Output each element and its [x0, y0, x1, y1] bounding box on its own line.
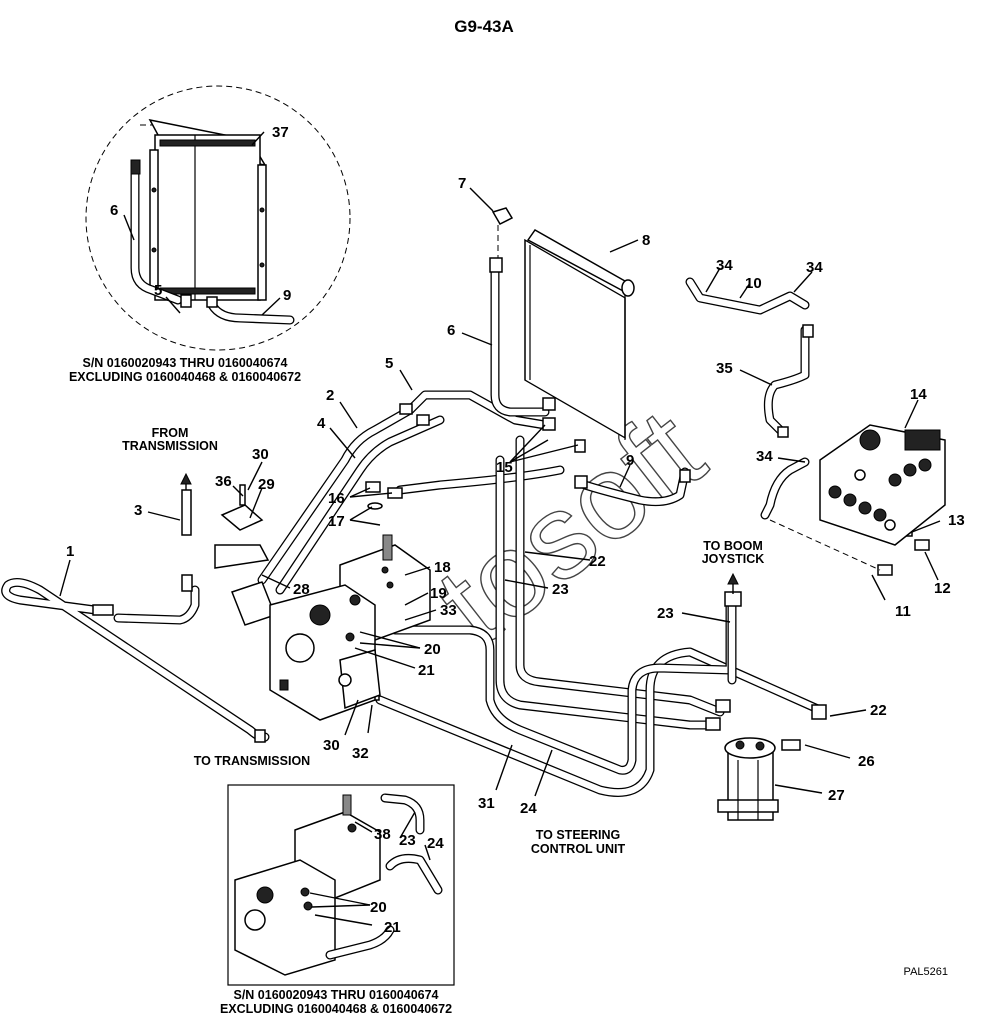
caption-from-transmission-1: FROM	[152, 426, 189, 440]
callout-3: 3	[134, 502, 142, 519]
callout-34-lower: 34	[756, 448, 773, 465]
callout-7: 7	[458, 175, 466, 192]
callout-26: 27	[828, 787, 845, 804]
callout-35: 35	[716, 360, 733, 377]
serial-caption-top-2: EXCLUDING 0160040468 & 0160040672	[69, 370, 301, 384]
callout-2: 2	[326, 387, 334, 404]
callout-6: 6	[447, 322, 455, 339]
callout-20-detail: 20	[370, 899, 387, 916]
control-valve-14	[819, 424, 946, 546]
callout-16: 16	[328, 490, 345, 507]
caption-to-steering-2: CONTROL UNIT	[531, 842, 626, 856]
callout-38: 38	[374, 826, 391, 843]
callout-21: 21	[418, 662, 435, 679]
figure-title: G9-43A	[454, 17, 514, 36]
callout-9-detail: 9	[283, 287, 291, 304]
steering-control-unit-26	[717, 737, 779, 821]
callout-34-left: 34	[716, 257, 733, 274]
callout-5: 5	[385, 355, 393, 372]
caption-to-boom-joystick-2: JOYSTICK	[702, 552, 765, 566]
callout-23-boom: 23	[657, 605, 674, 622]
callout-22-upper: 22	[589, 553, 606, 570]
callout-34-right: 34	[806, 259, 823, 276]
caption-to-boom-joystick-1: TO BOOM	[703, 539, 763, 553]
callout-22-lower: 22	[870, 702, 887, 719]
callout-33: 33	[440, 602, 457, 619]
callout-28: 29	[258, 476, 275, 493]
pump-assembly	[269, 534, 431, 721]
callout-19: 19	[430, 585, 447, 602]
serial-caption-bottom-1: S/N 0160020943 THRU 0160040674	[233, 988, 438, 1002]
callout-31: 32	[352, 745, 369, 762]
caption-from-transmission-2: TRANSMISSION	[122, 439, 218, 453]
callout-30: 31	[478, 795, 495, 812]
callout-17: 17	[328, 513, 345, 530]
detail-circle-top: 37 6 5 9	[85, 85, 351, 351]
fittings	[92, 207, 930, 751]
callout-11: 11	[895, 603, 911, 620]
callout-29: 30	[252, 446, 269, 463]
serial-caption-top-1: S/N 0160020943 THRU 0160040674	[82, 356, 287, 370]
callout-32: 30	[323, 737, 340, 754]
callout-13: 13	[948, 512, 965, 529]
callout-6-detail: 6	[110, 202, 118, 219]
callout-18: 18	[434, 559, 451, 576]
callout-9: 9	[626, 452, 634, 469]
callout-37: 37	[272, 124, 289, 141]
callout-4: 4	[317, 415, 326, 432]
callout-23-detail: 23	[399, 832, 416, 849]
serial-caption-bottom-2: EXCLUDING 0160040468 & 0160040672	[220, 1002, 452, 1016]
callout-8: 8	[642, 232, 650, 249]
callout-15: 15	[496, 459, 513, 476]
caption-to-steering-1: TO STEERING	[536, 828, 621, 842]
callout-24-detail: 24	[427, 835, 444, 852]
callout-36: 36	[215, 473, 232, 490]
oil-cooler	[524, 229, 635, 440]
hose-network	[1, 265, 825, 797]
callout-21-detail: 21	[384, 919, 401, 936]
detail-box-bottom: 38 23 24 20 21	[227, 784, 455, 986]
caption-to-transmission: TO TRANSMISSION	[194, 754, 310, 768]
reference-code: PAL5261	[904, 966, 948, 978]
callout-20: 20	[424, 641, 441, 658]
callout-25: 26	[858, 753, 875, 770]
callouts: 1 2 3 4 5 6 7 8 9 10 11 12 13 14 15 16 1…	[66, 175, 965, 817]
callout-5-detail: 5	[154, 282, 162, 299]
callout-14: 14	[910, 386, 927, 403]
callout-27: 28	[293, 581, 310, 598]
callout-23-middle: 23	[552, 581, 569, 598]
oil-cooler-detail	[148, 118, 267, 301]
callout-12: 12	[934, 580, 951, 597]
callout-24: 24	[520, 800, 537, 817]
callout-10: 10	[745, 275, 762, 292]
leader-lines	[59, 124, 941, 797]
callout-1: 1	[66, 543, 74, 560]
